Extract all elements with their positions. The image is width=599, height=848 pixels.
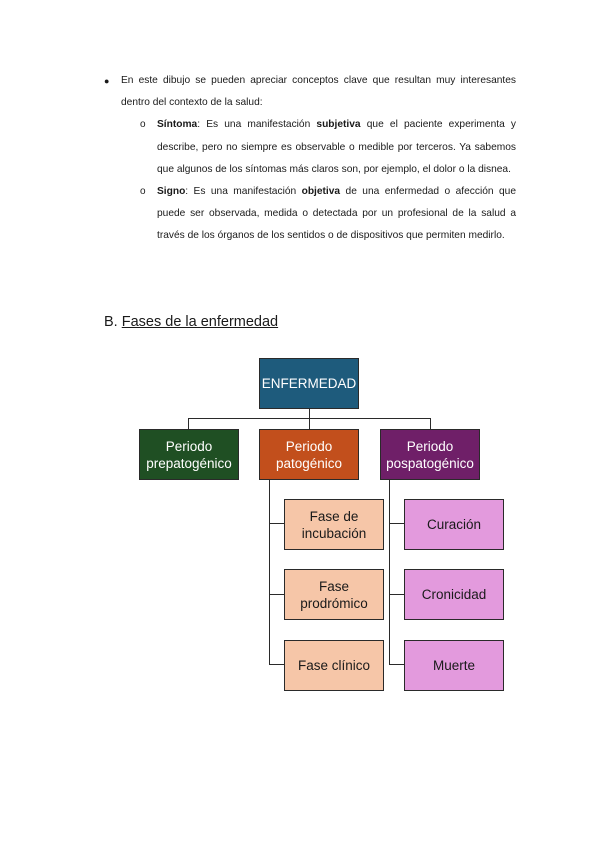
node-fase-prodromico: Fase prodrómico — [284, 569, 384, 620]
connector — [389, 594, 405, 596]
list-item-signo: o Signo: Es una manifestación objetiva d… — [104, 181, 516, 248]
intro-bullet: ● En este dibujo se pueden apreciar conc… — [104, 70, 516, 114]
definition-text: : Es una manifestación — [185, 186, 302, 198]
node-fase-incubacion: Fase de incubación — [284, 499, 384, 550]
section-letter: B. — [104, 314, 118, 330]
term-signo: Signo — [157, 186, 186, 198]
node-patogenico: Periodo patogénico — [259, 429, 359, 480]
connector — [389, 664, 405, 666]
connector — [188, 418, 190, 429]
emph-objetiva: objetiva — [301, 186, 341, 198]
definition-text: de una enfermedad o afección que puede s… — [157, 186, 516, 242]
connector — [269, 594, 285, 596]
term-sintoma: Síntoma — [157, 119, 198, 131]
node-cronicidad: Cronicidad — [404, 569, 504, 620]
emph-subjetiva: subjetiva — [316, 119, 361, 131]
concept-list: ● En este dibujo se pueden apreciar conc… — [104, 70, 516, 248]
circle-marker: o — [140, 119, 146, 131]
connector — [269, 664, 285, 666]
connector — [309, 418, 311, 429]
connector — [269, 479, 271, 665]
definition-text: : Es una manifestación — [197, 119, 317, 131]
node-prepatogenico: Periodo prepatogénico — [139, 429, 239, 480]
node-curacion: Curación — [404, 499, 504, 550]
connector — [430, 418, 432, 429]
node-muerte: Muerte — [404, 640, 504, 691]
connector — [309, 408, 311, 419]
intro-text: En este dibujo se pueden apreciar concep… — [121, 75, 516, 109]
node-fase-clinico: Fase clínico — [284, 640, 384, 691]
circle-marker: o — [140, 186, 146, 198]
bullet-marker: ● — [104, 76, 110, 86]
definition-text: que el paciente experimenta y describe, … — [157, 119, 516, 175]
node-pospatogenico: Periodo pospatogénico — [380, 429, 480, 480]
connector — [269, 523, 285, 525]
section-title: Fases de la enfermedad — [121, 314, 279, 330]
list-item-sintoma: o Síntoma: Es una manifestación subjetiv… — [104, 114, 516, 181]
connector — [389, 479, 391, 665]
node-enfermedad: ENFERMEDAD — [259, 358, 359, 409]
section-heading: B. Fases de la enfermedad — [104, 314, 278, 330]
connector — [389, 523, 405, 525]
